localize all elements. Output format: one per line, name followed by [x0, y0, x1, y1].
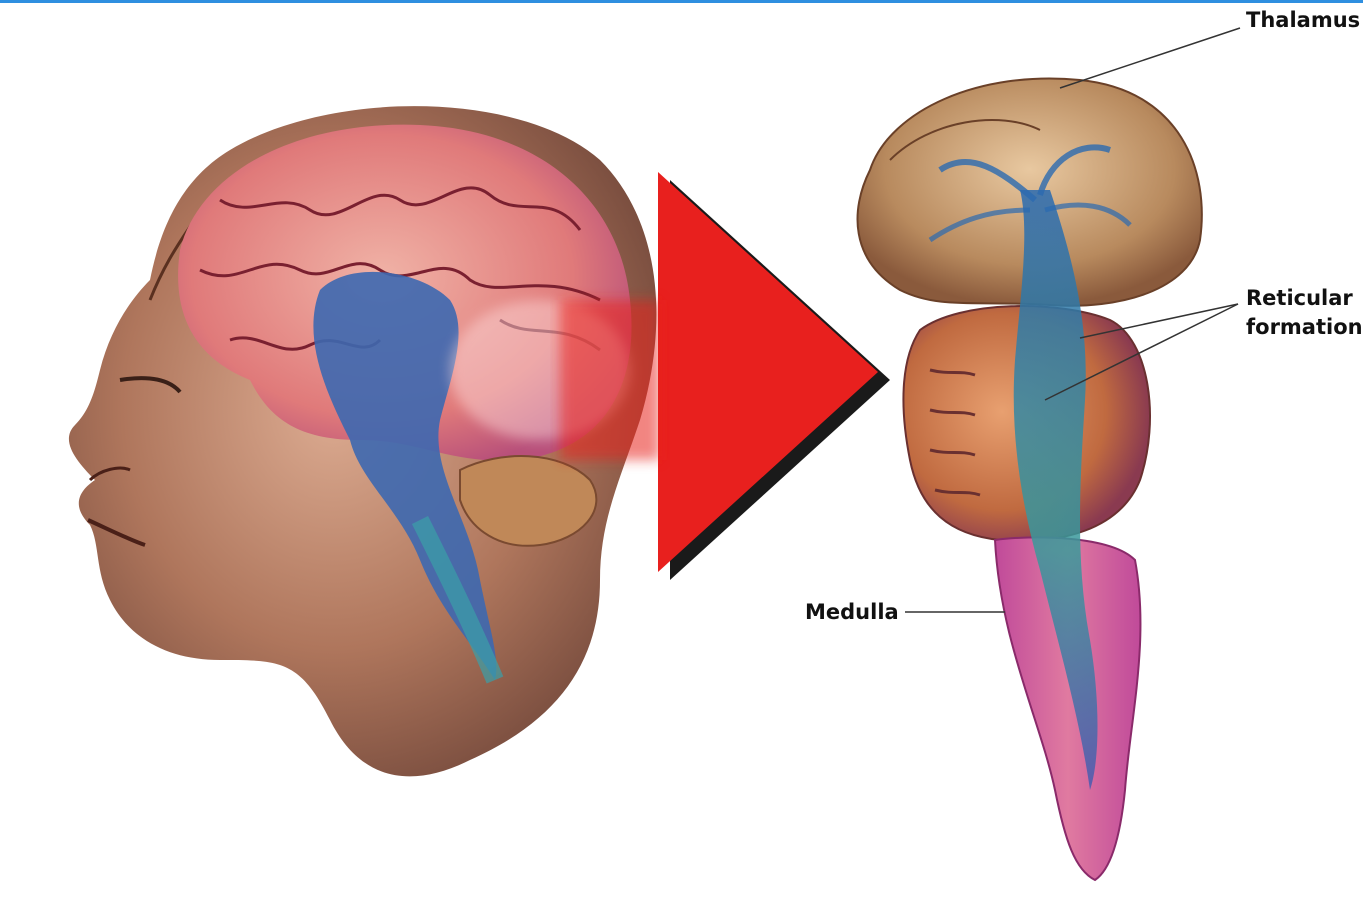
thalamus-leader-line: [1060, 28, 1240, 88]
label-medulla: Medulla: [805, 598, 899, 627]
brainstem-illustration: [858, 78, 1202, 880]
label-reticular-formation: Reticular formation: [1246, 284, 1363, 342]
label-thalamus: Thalamus: [1246, 6, 1360, 35]
